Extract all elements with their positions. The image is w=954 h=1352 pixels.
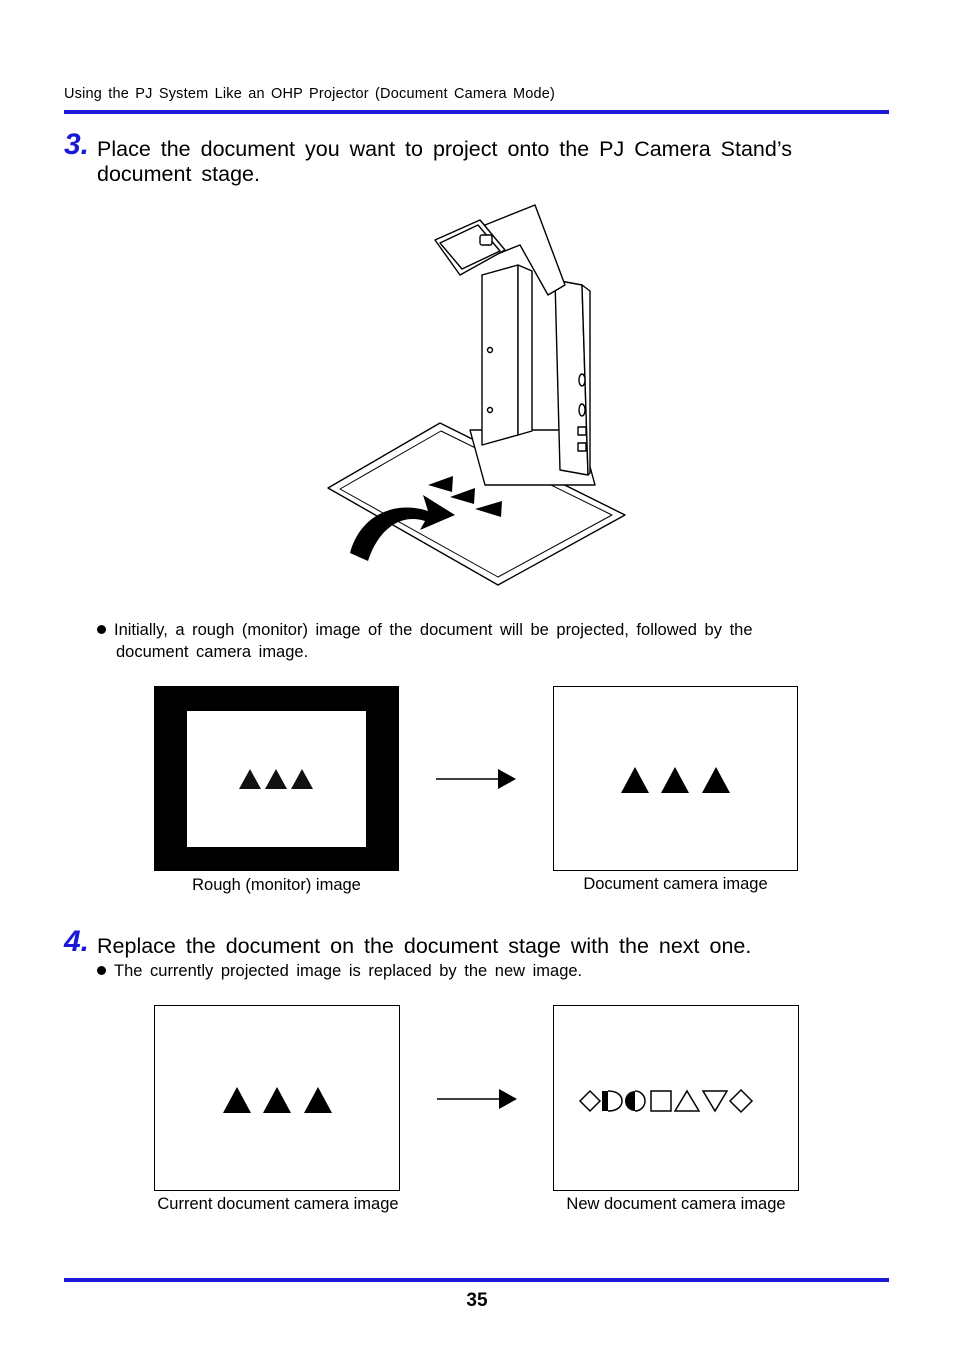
step-3-text-line1: Place the document you want to project o… (97, 137, 792, 161)
bullet-1-line2: document camera image. (116, 643, 309, 661)
bullet-2-text: The currently projected image is replace… (114, 962, 583, 980)
document-camera-image (553, 686, 798, 871)
arrow-right-icon (436, 769, 516, 789)
bullet-1-line1: Initially, a rough (monitor) image of th… (97, 619, 753, 641)
triangles-icon (621, 767, 730, 793)
rough-monitor-inner (187, 711, 366, 847)
caption-document-camera: Document camera image (583, 875, 768, 893)
step-4-number: 4. (64, 925, 90, 958)
footer-rule (64, 1278, 889, 1282)
caption-current: Current document camera image (157, 1195, 399, 1213)
header-rule (64, 110, 889, 114)
step-4-text: Replace the document on the document sta… (97, 934, 752, 958)
page-number: 35 (466, 1290, 488, 1311)
triangles-blurred-icon (239, 769, 313, 789)
caption-rough: Rough (monitor) image (192, 876, 361, 894)
caption-new: New document camera image (566, 1195, 786, 1213)
arrow-right-icon (437, 1089, 517, 1109)
bullet-2: The currently projected image is replace… (97, 960, 582, 982)
step-3-text-line2: document stage. (97, 162, 260, 186)
new-document-camera-image (553, 1005, 799, 1191)
bullet-dot (97, 966, 106, 975)
step-3-number: 3. (64, 128, 90, 161)
rough-monitor-image (154, 686, 399, 871)
bullet-dot (97, 625, 106, 634)
current-document-camera-image (154, 1005, 400, 1191)
page-header-title: Using the PJ System Like an OHP Projecto… (64, 86, 556, 102)
shapes-icon (578, 1088, 754, 1114)
triangles-icon (223, 1087, 332, 1113)
bullet-1-text: Initially, a rough (monitor) image of th… (114, 621, 753, 639)
camera-stand-illustration (327, 204, 626, 586)
